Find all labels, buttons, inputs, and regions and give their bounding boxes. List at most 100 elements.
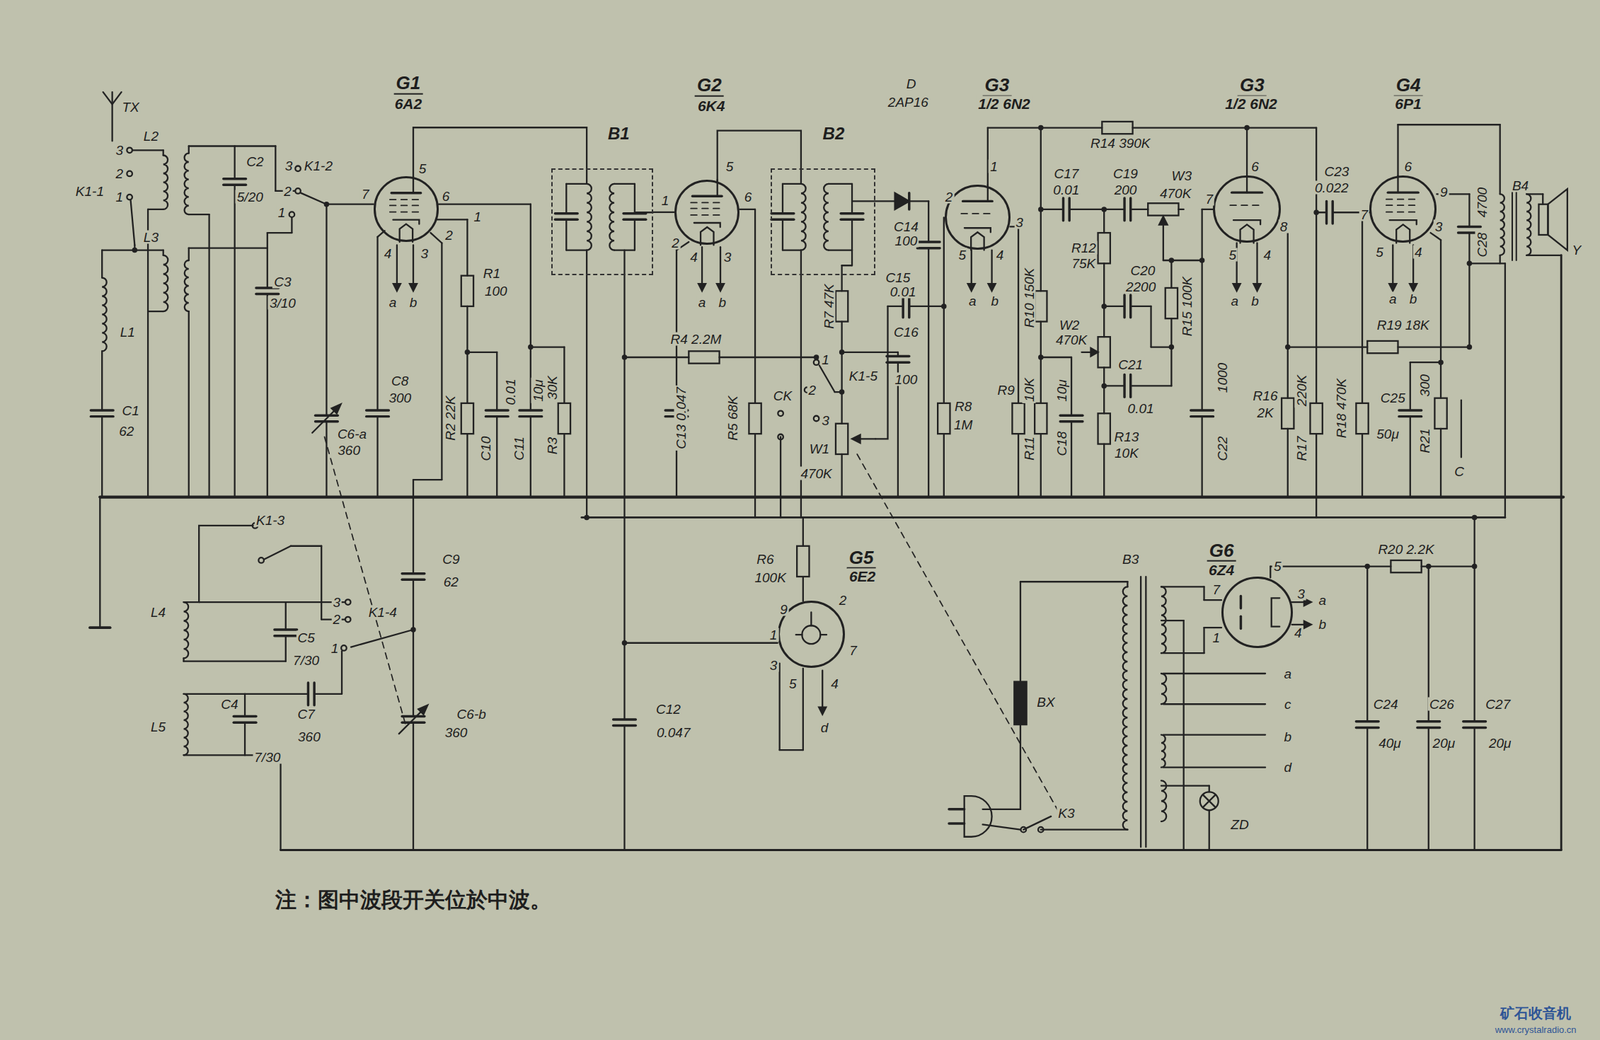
wire: [1020, 580, 1128, 583]
wire: [943, 217, 945, 306]
wire: [1060, 420, 1083, 423]
wire: [613, 718, 637, 721]
fuse-symbol: [1014, 682, 1027, 726]
coil-symbol: [184, 153, 189, 216]
part-label: L2: [142, 128, 160, 143]
wire: [324, 436, 407, 727]
wire: [1396, 175, 1399, 193]
part-label: 100: [893, 234, 920, 248]
wire: [1123, 198, 1126, 221]
wire: [111, 91, 113, 141]
part-label: 1: [988, 159, 1000, 174]
part-label: C24: [1372, 697, 1400, 711]
part-label: 100: [483, 283, 509, 298]
wire: [300, 193, 327, 205]
wire: [1366, 727, 1368, 850]
wire: [1023, 816, 1051, 831]
wire: [399, 224, 413, 243]
resistor-symbol: [461, 403, 474, 434]
part-label: 6: [440, 188, 452, 203]
wire: [1316, 211, 1327, 214]
wire: [1504, 263, 1506, 518]
symbol-shape: [895, 193, 910, 210]
wire: [401, 578, 425, 581]
tube-circle: G31/2 6N2: [1212, 175, 1281, 243]
wire: [842, 351, 899, 354]
part-label: C8: [389, 373, 410, 388]
part-label: b: [1282, 730, 1293, 744]
part-label: 20μ: [1431, 735, 1458, 750]
resistor-symbol: [1098, 232, 1111, 264]
part-label: 3: [1295, 587, 1307, 601]
part-label: a: [1229, 294, 1240, 308]
part-label: K1-3: [254, 513, 286, 528]
resistor-symbol: [1281, 398, 1294, 429]
coil-symbol: [586, 183, 592, 251]
wire: [1292, 601, 1306, 603]
part-label: 9: [1438, 185, 1450, 199]
part-label: R6: [755, 552, 775, 567]
part-label: 6: [1249, 159, 1261, 174]
wire: [782, 183, 802, 185]
wire: [326, 203, 373, 206]
resistor-symbol: [461, 275, 474, 307]
part-label: 2: [113, 167, 125, 181]
symbol-shape: [988, 283, 996, 291]
wire: [840, 454, 843, 498]
wire: [1458, 225, 1482, 228]
wire: [1103, 384, 1125, 387]
coil-symbol: [183, 602, 189, 659]
part-label: 7: [360, 186, 371, 201]
wire: [325, 204, 327, 416]
part-label: 2200: [1124, 280, 1158, 294]
signal-wire: [717, 130, 802, 182]
part-label: 4: [994, 248, 1006, 262]
wire: [781, 183, 784, 214]
wire: [267, 232, 293, 234]
coil-symbol: [1161, 735, 1166, 768]
part-label: 3/10: [268, 296, 298, 310]
coil-symbol: [1500, 193, 1505, 256]
wire: [690, 208, 724, 210]
part-label: C6-b: [455, 707, 488, 722]
wire: [851, 183, 853, 214]
wire: [1541, 193, 1544, 204]
wire: [130, 200, 136, 245]
wire: [1325, 200, 1328, 224]
part-label: 1: [768, 627, 780, 642]
wire: [987, 184, 989, 201]
wire: [320, 546, 322, 620]
wire: [183, 693, 246, 695]
symbol-shape: [1159, 216, 1168, 226]
wire: [614, 183, 635, 185]
part-label: K1-5: [847, 368, 879, 383]
part-label: 360: [336, 442, 362, 457]
wire: [700, 227, 714, 245]
part-label: 10K: [1113, 446, 1141, 460]
part-label: 7/30: [291, 653, 321, 667]
wire: [389, 198, 423, 201]
part-label: 470K: [1054, 333, 1089, 347]
wire: [585, 250, 588, 519]
wire: [1190, 409, 1214, 412]
wire: [1240, 224, 1254, 243]
part-label: 5: [1374, 245, 1385, 260]
part-label: 360: [296, 730, 322, 744]
wire: [1473, 566, 1475, 722]
part-label: 50μ: [1374, 426, 1401, 441]
wire: [1040, 321, 1042, 358]
watermark: www.crystalradio.cn: [1493, 1024, 1579, 1034]
resistor-symbol: [1390, 560, 1421, 573]
wire: [188, 146, 190, 154]
part-heading: G3: [982, 75, 1012, 97]
resistor-symbol: [835, 423, 848, 455]
wire: [810, 612, 812, 626]
part-label: 3: [1433, 220, 1445, 234]
wire: [1081, 351, 1091, 354]
part-label: D: [905, 77, 918, 91]
wire: [99, 497, 101, 629]
part-label: C20: [1129, 263, 1158, 278]
part-label: 5: [1227, 248, 1239, 262]
part-heading: B2: [820, 124, 848, 143]
wire: [1151, 346, 1172, 348]
